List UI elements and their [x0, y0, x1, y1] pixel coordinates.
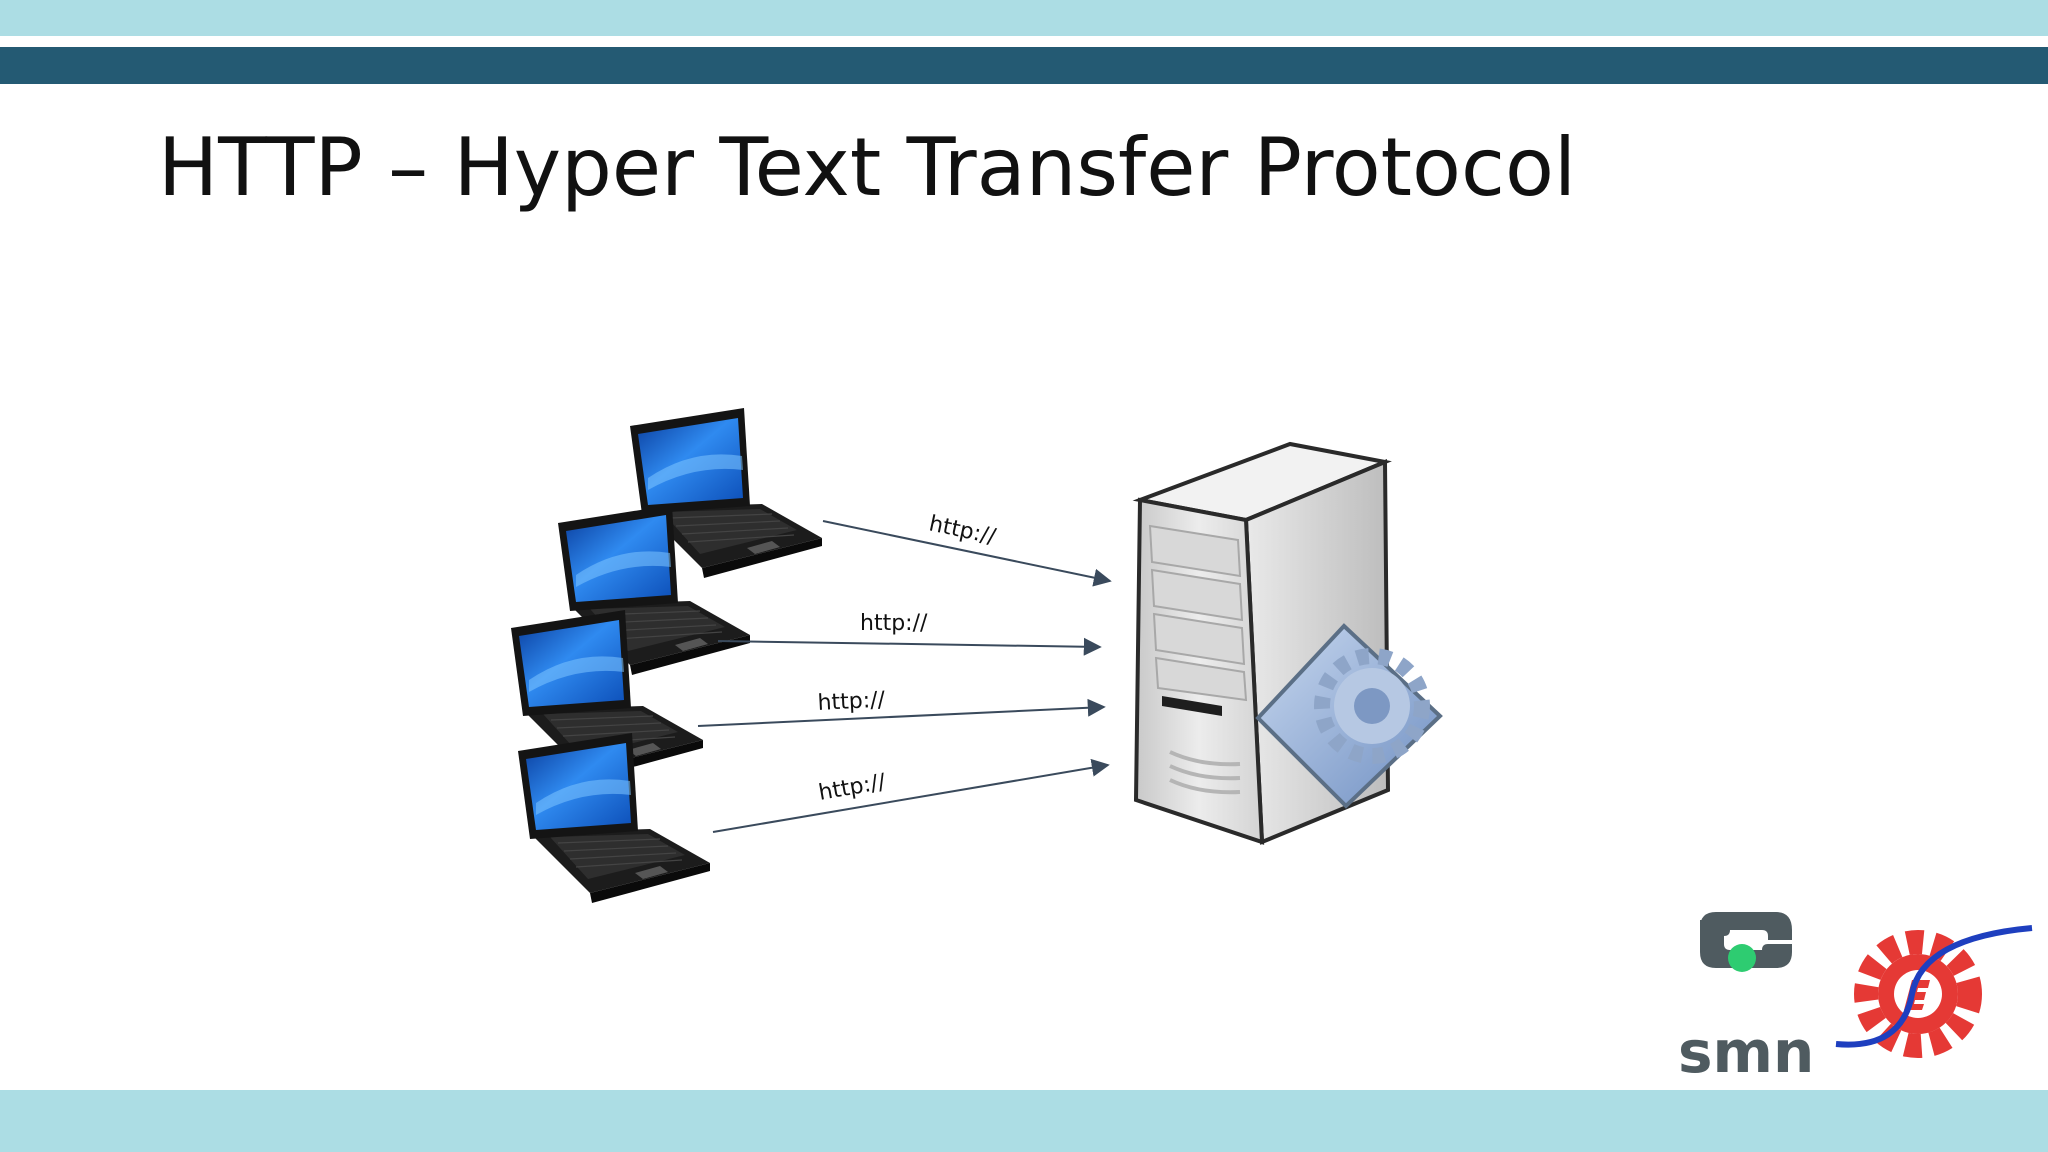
connection-arrow	[717, 637, 1102, 656]
bottom-accent-band	[0, 1090, 2048, 1152]
gear-icon	[1255, 623, 1443, 809]
connection-arrow	[822, 520, 1112, 587]
connection-label: http://	[817, 769, 888, 805]
gear-logo	[1835, 925, 2033, 1058]
connection-arrow	[712, 758, 1110, 833]
connection-arrow	[697, 698, 1106, 727]
laptop-icon	[517, 732, 711, 904]
top-accent-band	[0, 0, 2048, 36]
slide-title: HTTP – Hyper Text Transfer Protocol	[158, 121, 1577, 214]
smn-logo-text: smn	[1678, 1018, 1814, 1086]
connection-label: http://	[860, 611, 928, 636]
smn-logo: smn	[1678, 912, 1814, 1086]
top-title-bar	[0, 47, 2048, 84]
connection-label: http://	[817, 687, 886, 716]
